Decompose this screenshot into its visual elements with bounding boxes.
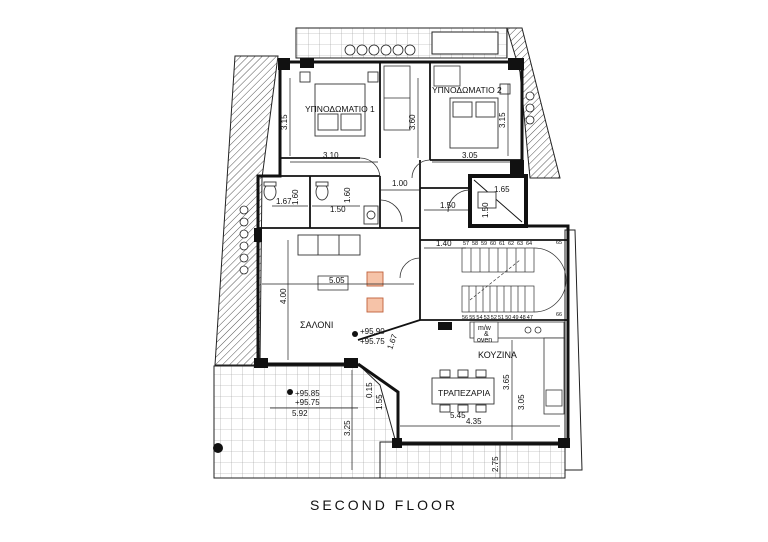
stair-number-right-bottom: 66	[556, 312, 562, 318]
dim-bed2-height: 3.15	[498, 112, 507, 128]
room-label-kitchen: ΚΟΥΖΙΝΑ	[478, 350, 517, 360]
dimension-labels: 3.15 3.10 3.60 3.15 3.05 1.60 1.67 1.60 …	[276, 112, 526, 472]
planters	[239, 44, 535, 275]
dim-living-height: 4.00	[279, 288, 288, 304]
dim-dining-width: 5.45	[450, 411, 466, 420]
level-marker-living-icon	[352, 331, 358, 337]
dim-shaft-height: 1.65	[494, 185, 510, 194]
dim-small-width: 0.15	[365, 382, 374, 398]
bed-2	[449, 83, 511, 149]
interior-walls	[258, 62, 568, 341]
dim-bath2-width: 1.50	[330, 205, 346, 214]
stair-number: 60	[490, 241, 496, 247]
dim-door-diag: 1.67	[385, 332, 399, 350]
level-veranda-top: +95.85	[295, 389, 320, 398]
dim-store-width: 1.50	[440, 201, 456, 210]
level-marker-veranda-icon	[287, 389, 293, 395]
room-label-living: ΣΑΛΟΝΙ	[300, 320, 333, 330]
dim-kitchen-width: 4.35	[466, 417, 482, 426]
armchairs	[366, 271, 384, 313]
stair-number: 56	[462, 315, 468, 321]
stair-number-right-top: 65	[556, 240, 562, 246]
appliance-line-1: m/w	[478, 325, 492, 332]
staircase	[461, 247, 567, 313]
stair-number: 57	[463, 241, 469, 247]
wardrobes	[383, 65, 461, 131]
room-label-bedroom-1: ΥΠΝΟΔΩΜΑΤΙΟ 1	[305, 104, 375, 114]
level-markers: +95.90 +95.75 +95.85 +95.75	[287, 327, 385, 407]
room-label-bedroom-2: ΥΠΝΟΔΩΜΑΤΙΟ 2	[432, 85, 502, 95]
dim-bath2-height: 1.60	[343, 187, 352, 203]
door-swings	[359, 157, 471, 279]
dim-bed2-width: 3.05	[462, 151, 478, 160]
veranda-marker	[213, 443, 223, 453]
room-labels: ΥΠΝΟΔΩΜΑΤΙΟ 1 ΥΠΝΟΔΩΜΑΤΙΟ 2 ΣΑΛΟΝΙ ΚΟΥΖΙ…	[300, 85, 517, 398]
stair-number: 48	[520, 315, 526, 321]
stair-number: 54	[476, 315, 482, 321]
bed-1	[299, 71, 379, 137]
stair-number: 55	[469, 315, 475, 321]
dimension-lines	[262, 78, 560, 478]
dim-bath1-height: 1.60	[291, 189, 300, 205]
dim-living-width: 5.05	[329, 276, 345, 285]
dim-landing-width: 1.40	[436, 239, 452, 248]
appliance-line-3: oven	[477, 337, 492, 344]
dim-hall-width: 1.00	[392, 179, 408, 188]
stair-number: 47	[527, 315, 533, 321]
dim-bath1-width: 1.67	[276, 197, 292, 206]
stair-number: 58	[472, 241, 478, 247]
dim-bed1-height: 3.15	[280, 114, 289, 130]
stair-number: 61	[499, 241, 505, 247]
stair-number: 50	[505, 315, 511, 321]
dining-table	[431, 369, 495, 413]
stair-number: 62	[508, 241, 514, 247]
bath-fixtures	[263, 181, 497, 225]
dim-corridor-height: 3.60	[408, 114, 417, 130]
floor-caption: SECOND FLOOR	[309, 497, 458, 513]
right-garden-strip	[506, 27, 561, 179]
dim-store-height: 1.50	[481, 202, 490, 218]
level-living-top: +95.90	[360, 327, 385, 336]
stair-number: 63	[517, 241, 523, 247]
level-living-bottom: +95.75	[360, 337, 385, 346]
appliance-line-2: &	[484, 331, 489, 338]
level-veranda-bottom: +95.75	[295, 398, 320, 407]
structural-columns	[254, 58, 570, 448]
appliance-label: m/w & oven	[473, 321, 499, 344]
dim-dining-height: 3.05	[517, 394, 526, 410]
stair-number: 52	[491, 315, 497, 321]
dim-rail-height: 2.75	[491, 456, 500, 472]
stair-number: 51	[498, 315, 504, 321]
dim-veranda-width: 5.92	[292, 409, 308, 418]
dim-veranda-height: 3.25	[343, 420, 352, 436]
shaft-diagonal	[473, 179, 523, 223]
sofa	[297, 234, 361, 256]
dim-small-height: 1.55	[375, 394, 384, 410]
top-terrace-opening	[431, 31, 499, 55]
room-label-dining: ΤΡΑΠΕΖΑΡΙΑ	[438, 388, 491, 398]
dim-kitchen-height: 3.65	[502, 374, 511, 390]
stair-number: 53	[484, 315, 490, 321]
dim-bed1-width: 3.10	[323, 151, 339, 160]
veranda-lower	[379, 441, 566, 479]
stair-number: 64	[526, 241, 532, 247]
coffee-table	[317, 275, 349, 291]
stair-number: 59	[481, 241, 487, 247]
stair-number: 49	[512, 315, 518, 321]
